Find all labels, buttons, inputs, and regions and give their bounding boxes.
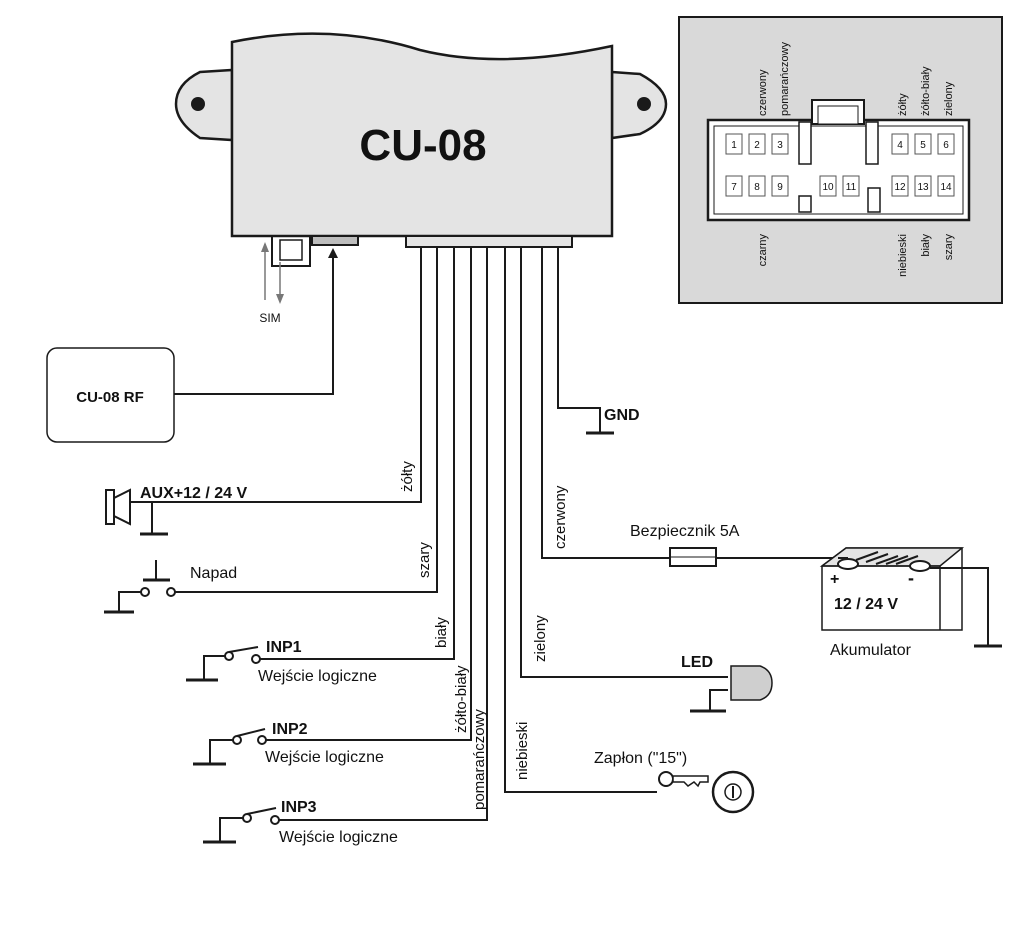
- connector-panel: 1 2 3 4 5 6 7 8 9 10 11 12 13 14 czerwon…: [678, 16, 1003, 304]
- pin-label-czerwony: czerwony: [757, 69, 769, 116]
- led-label: LED: [681, 654, 713, 671]
- wire-niebieski: [504, 247, 657, 793]
- wire-label-czerwony: czerwony: [552, 485, 569, 549]
- pin-label-zielony: zielony: [943, 81, 955, 116]
- inp1-desc: Wejście logiczne: [258, 668, 377, 685]
- inp1-switch: INP1 Wejście logiczne: [186, 639, 377, 685]
- rf-label: CU-08 RF: [76, 389, 144, 406]
- pin-1: 1: [731, 140, 737, 151]
- pin-10: 10: [822, 182, 834, 193]
- battery-voltage: 12 / 24 V: [834, 596, 898, 613]
- battery: + - 12 / 24 V Akumulator: [819, 547, 1002, 659]
- inp3-switch: INP3 Wejście logiczne: [203, 799, 398, 846]
- aux-siren: AUX+12 / 24 V: [105, 485, 248, 536]
- wire-pomaranczowy: [278, 247, 488, 821]
- inp2-label: INP2: [272, 721, 308, 738]
- wire-label-zolty: żółty: [399, 461, 416, 492]
- pin-label-szary: szary: [943, 234, 955, 261]
- inp2-desc: Wejście logiczne: [265, 749, 384, 766]
- rf-module: CU-08 RF: [46, 248, 338, 443]
- pin-label-zolty: żółty: [897, 93, 909, 116]
- wire-zolto-bialy: [264, 247, 472, 741]
- gnd-symbol: GND: [586, 407, 640, 435]
- pin-6: 6: [943, 140, 949, 151]
- pin-4: 4: [897, 140, 903, 151]
- module-title: CU-08: [359, 121, 486, 170]
- wire-label-bialy: biały: [433, 617, 450, 648]
- wiring-harness: [152, 247, 838, 821]
- sim-slot: SIM: [259, 242, 284, 325]
- wire-label-zielony: zielony: [532, 615, 549, 662]
- aux-label: AUX+12 / 24 V: [140, 485, 248, 502]
- inp1-label: INP1: [266, 639, 302, 656]
- pin-3: 3: [777, 140, 783, 151]
- cu08-module: CU-08: [174, 32, 668, 267]
- wire-gnd: [557, 247, 601, 432]
- ignition: Zapłon ("15"): [594, 750, 755, 814]
- battery-label: Akumulator: [830, 642, 912, 659]
- inp3-desc: Wejście logiczne: [279, 829, 398, 846]
- pin-11: 11: [846, 182, 857, 193]
- pin-14: 14: [940, 182, 952, 193]
- fuse-label: Bezpiecznik 5A: [630, 523, 740, 540]
- pin-9: 9: [777, 182, 783, 193]
- pin-2: 2: [754, 140, 760, 151]
- sim-label: SIM: [259, 311, 280, 325]
- wire-zielony: [520, 247, 728, 678]
- wire-zolty: [152, 247, 422, 503]
- pin-label-pomaranczowy: pomarańczowy: [779, 42, 791, 116]
- pin-label-niebieski: niebieski: [897, 234, 909, 277]
- wire-label-szary: szary: [416, 542, 433, 578]
- led: LED: [681, 654, 773, 713]
- napad-label: Napad: [190, 565, 237, 582]
- inp2-switch: INP2 Wejście logiczne: [193, 721, 384, 766]
- wire-label-niebieski: niebieski: [514, 722, 531, 780]
- pin-13: 13: [917, 182, 929, 193]
- wire-bialy: [259, 247, 455, 660]
- inp3-label: INP3: [281, 799, 317, 816]
- pin-label-czarny: czarny: [757, 234, 769, 267]
- pin-8: 8: [754, 182, 760, 193]
- pin-5: 5: [920, 140, 926, 151]
- pin-12: 12: [894, 182, 906, 193]
- wire-label-zolto-bialy: żółto-biały: [453, 665, 470, 733]
- ignition-label: Zapłon ("15"): [594, 750, 687, 767]
- fuse: Bezpiecznik 5A: [630, 523, 740, 567]
- wire-szary: [175, 247, 438, 593]
- pin-label-zolto-bialy: żółto-biały: [920, 66, 932, 116]
- battery-minus: -: [908, 568, 914, 588]
- battery-plus: +: [830, 571, 839, 588]
- pin-7: 7: [731, 182, 737, 193]
- napad-button: Napad: [104, 560, 237, 614]
- wire-czerwony-to-fuse: [541, 247, 670, 559]
- wire-label-pomaranczowy: pomarańczowy: [471, 709, 488, 810]
- pin-label-bialy: biały: [920, 234, 932, 257]
- gnd-label: GND: [604, 407, 640, 424]
